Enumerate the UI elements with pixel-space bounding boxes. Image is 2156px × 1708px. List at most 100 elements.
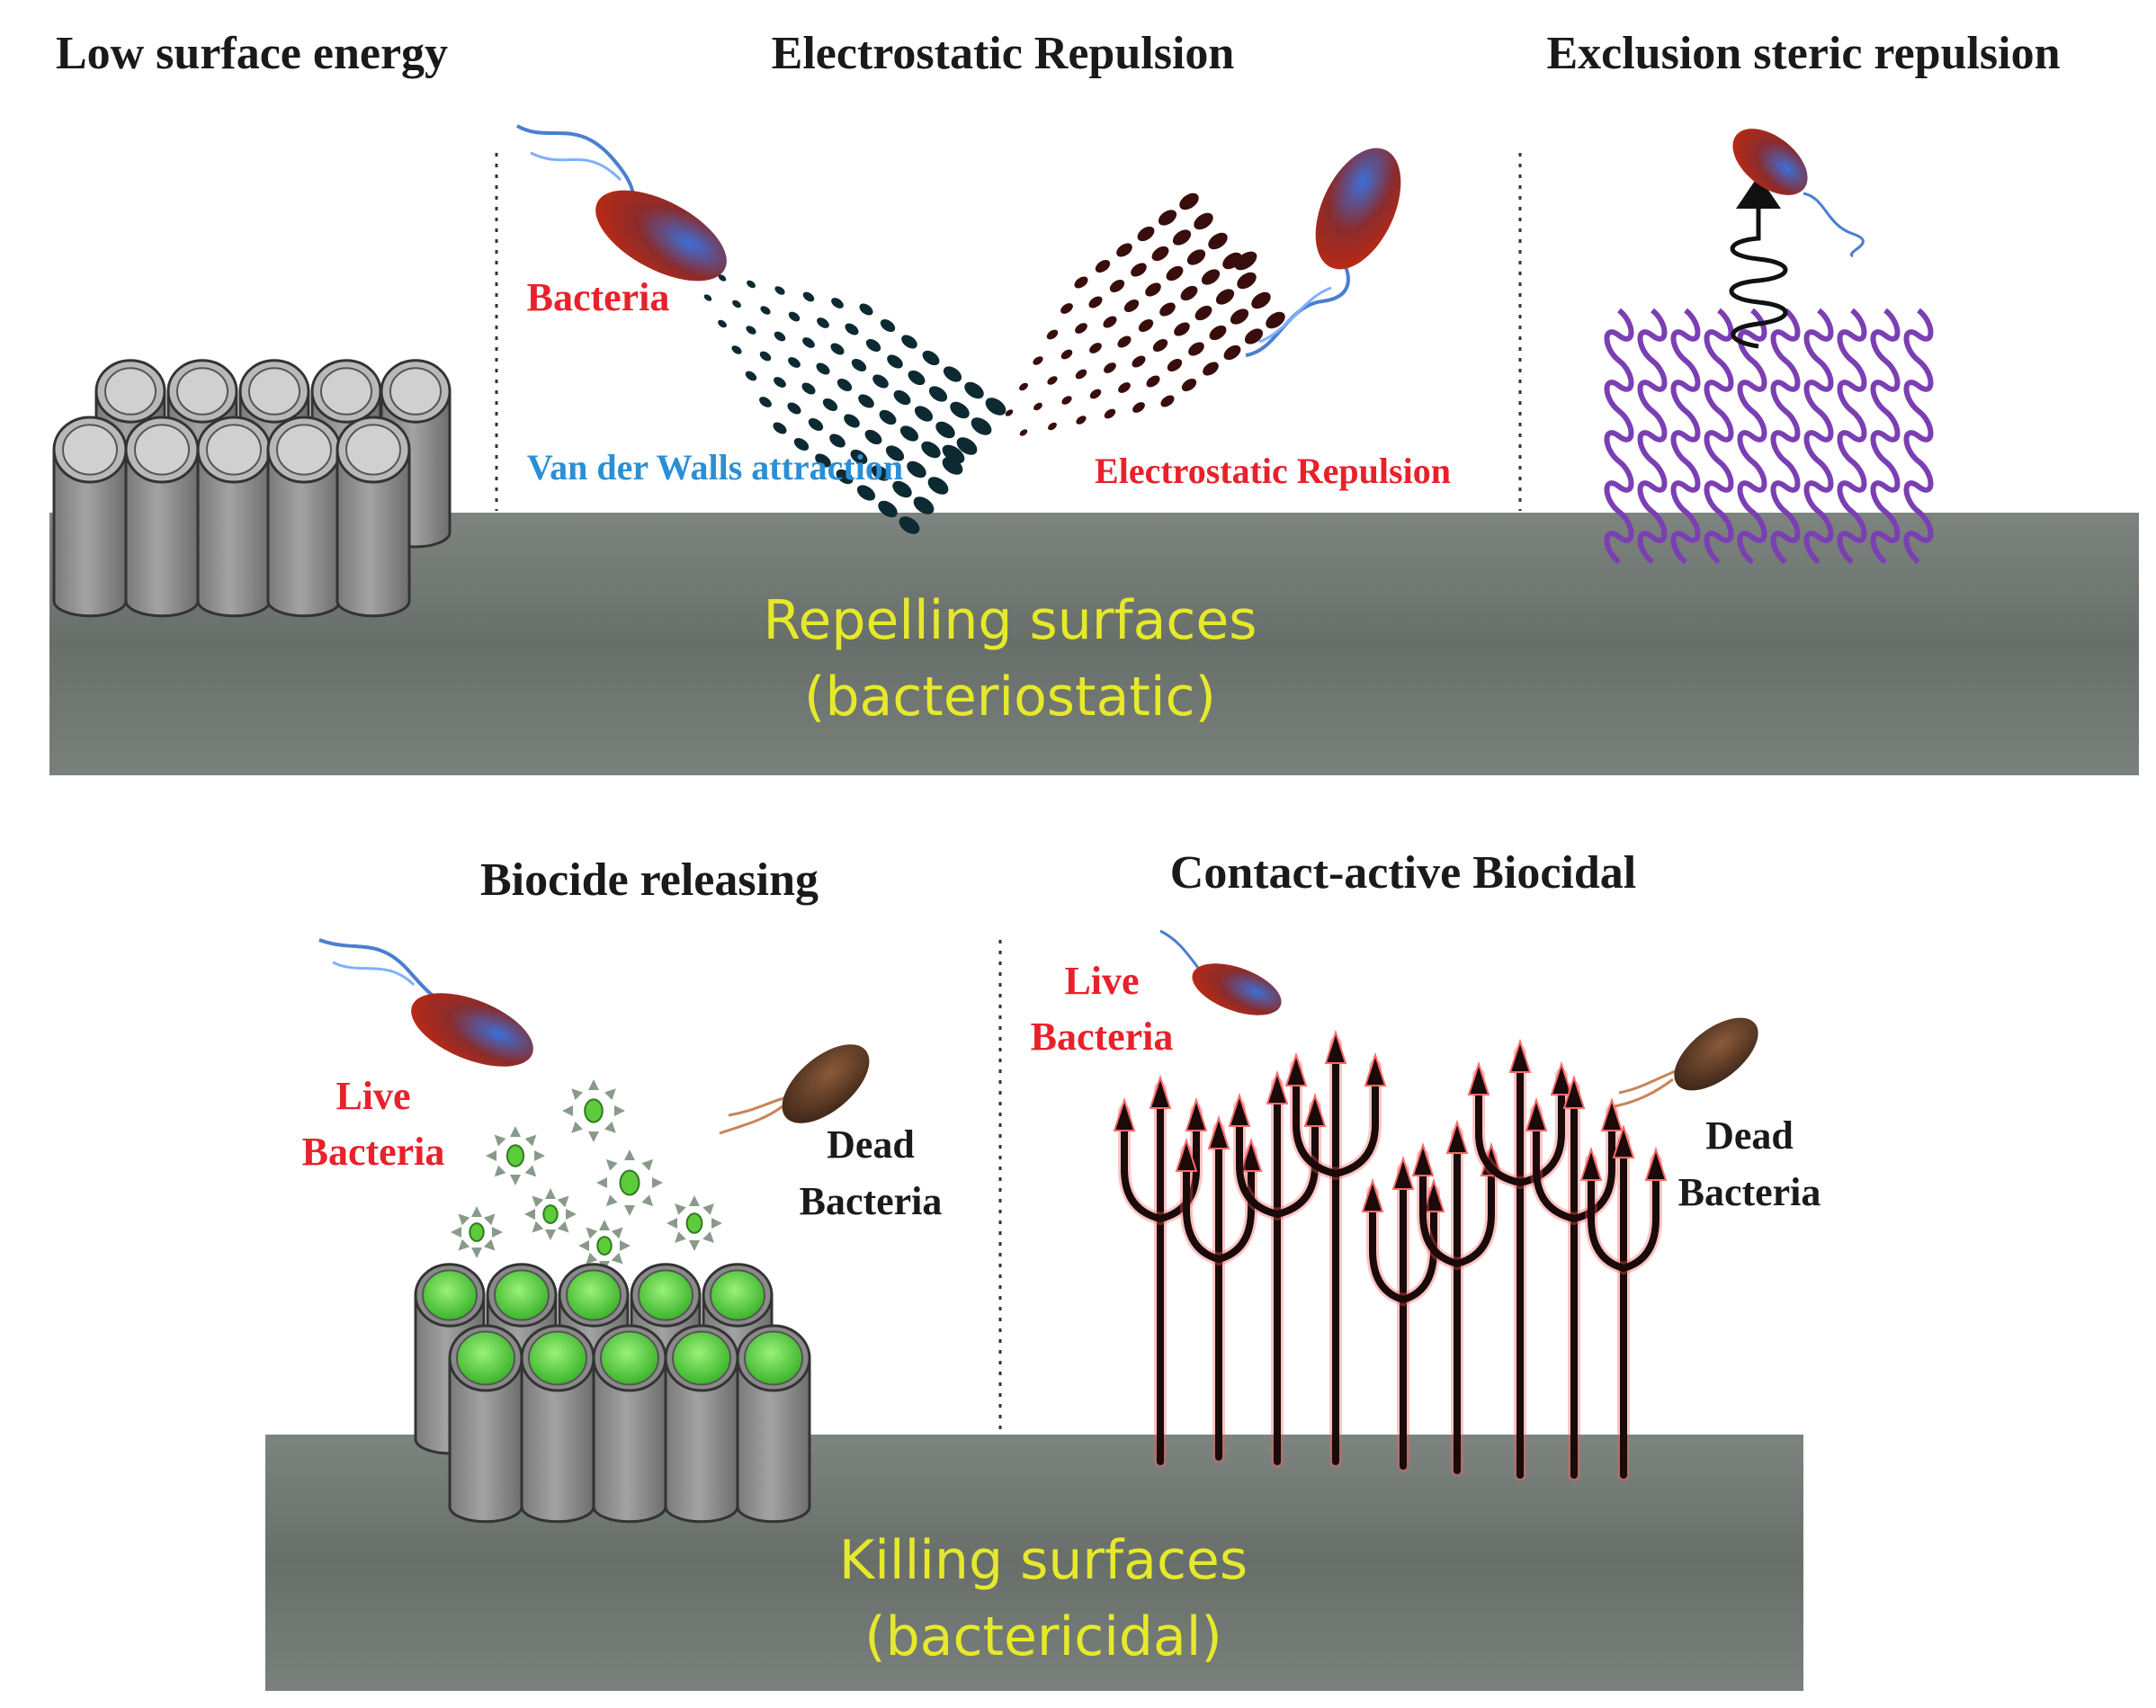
live-bacteria-icon-left: [318, 938, 533, 1067]
arrow-dot: [774, 286, 785, 295]
arrow-dot: [1145, 282, 1161, 297]
arrow-dot: [822, 398, 838, 412]
polymer-chain: [1803, 308, 1834, 565]
arrow-dot: [878, 500, 898, 518]
label-live-1-right: Live: [1064, 959, 1139, 1003]
arrow-dot: [703, 294, 712, 301]
bacteria-icon-steric: [1732, 129, 1865, 258]
arrow-dot: [829, 434, 845, 448]
arrow-dot: [1208, 232, 1228, 250]
polymer-chain: [1670, 308, 1701, 565]
arrow-dot: [1019, 382, 1028, 391]
polymer-chain: [1704, 308, 1734, 565]
arrow-dot: [1089, 389, 1102, 399]
arrow-dot: [1194, 305, 1212, 321]
biocide-particle: [451, 1206, 503, 1258]
arrow-dot: [856, 485, 876, 501]
label-vdw-attraction: Van der Walls attraction: [527, 447, 903, 487]
dead-bacteria-icon-right: [1614, 1017, 1758, 1108]
biocide-particle: [666, 1195, 722, 1251]
bactericidal-label: (bactericidal): [864, 1605, 1222, 1668]
biocide-particles: [451, 1079, 722, 1272]
trident: [1113, 1074, 1208, 1468]
title-biocide-releasing: Biocide releasing: [480, 854, 819, 906]
trident: [1284, 1029, 1387, 1468]
label-live-1-left: Live: [335, 1074, 410, 1118]
arrow-dot: [788, 311, 801, 322]
cylinder: [52, 416, 128, 618]
arrow-dot: [864, 429, 882, 445]
arrow-dot: [1116, 243, 1132, 257]
arrow-dot: [1209, 325, 1227, 341]
arrow-dot: [1123, 299, 1140, 313]
biocide-particle: [486, 1126, 545, 1185]
cylinder: [266, 416, 342, 618]
arrow-dot: [759, 397, 772, 407]
arrow-dot: [1109, 279, 1125, 293]
arrow-dot: [1104, 408, 1116, 419]
title-low-surface-energy: Low surface energy: [56, 28, 448, 79]
trident: [1175, 1114, 1263, 1463]
arrow-dot: [1158, 210, 1177, 226]
arrow-dot: [718, 319, 727, 328]
arrow-dot: [928, 386, 948, 402]
arrow-dot: [1075, 369, 1087, 380]
arrow-dot: [787, 402, 801, 415]
cylinder: [736, 1324, 811, 1524]
arrow-dot: [1215, 289, 1235, 305]
arrow-dot: [1047, 376, 1058, 385]
arrow-dot: [747, 280, 756, 289]
arrow-dot: [913, 496, 935, 514]
arrow-dot: [1132, 355, 1146, 368]
polymer-chain: [1770, 308, 1801, 565]
arrow-dot: [871, 465, 890, 481]
top-panel: Low surface energy Electrostatic Repulsi…: [49, 28, 2139, 775]
arrow-dot: [1131, 263, 1147, 277]
label-live-2-left: Bacteria: [302, 1130, 445, 1174]
arrow-dot: [1005, 409, 1014, 416]
dead-bacteria-icon-left: [719, 1044, 870, 1135]
arrow-dot: [815, 453, 831, 468]
arrow-head-dot: [942, 444, 965, 464]
arrow-dot: [1074, 276, 1088, 289]
arrow-dot: [921, 441, 941, 459]
arrow-dot: [1174, 322, 1190, 336]
arrow-dot: [880, 318, 896, 333]
arrow-dot: [1223, 344, 1241, 361]
biocide-particle: [524, 1188, 577, 1240]
spring-arrow: [1729, 198, 1788, 349]
arrow-dot: [1237, 272, 1257, 290]
arrow-dot: [1151, 246, 1169, 262]
arrow-dot: [899, 425, 919, 442]
label-bacteria: Bacteria: [527, 275, 670, 319]
arrow-dot: [1159, 302, 1176, 317]
vdw-attraction-arrow: [703, 274, 1006, 534]
label-dead-2-right: Bacteria: [1678, 1170, 1821, 1214]
arrow-dot: [773, 422, 787, 434]
cylinder: [664, 1324, 739, 1524]
arrow-dot: [1186, 249, 1206, 265]
arrow-dot: [760, 306, 771, 315]
arrow-up-icon: [1736, 175, 1781, 209]
label-dead-1-right: Dead: [1705, 1113, 1794, 1158]
arrow-dot: [887, 354, 903, 369]
arrow-dot: [817, 317, 829, 328]
arrow-dot: [1146, 375, 1160, 388]
arrow-dot: [844, 414, 860, 428]
arrow-dot: [1152, 338, 1168, 353]
arrow-dot: [774, 331, 786, 342]
arrow-dot: [1103, 316, 1117, 328]
arrow-dot: [1095, 259, 1111, 273]
arrow-dot: [907, 461, 926, 478]
arrow-dot: [1138, 318, 1154, 333]
arrow-dot: [1194, 212, 1213, 230]
arrow-dot: [1048, 422, 1057, 431]
arrow-dot: [1088, 296, 1103, 309]
polymer-chain: [1837, 308, 1867, 565]
title-contact-active-biocidal: Contact-active Biocidal: [1170, 847, 1636, 899]
biocide-cylinder-bundle: [414, 1263, 811, 1524]
arrow-dot: [1167, 358, 1183, 372]
arrow-dot: [1181, 378, 1197, 392]
cylinder: [448, 1324, 523, 1524]
trident: [1411, 1119, 1503, 1477]
